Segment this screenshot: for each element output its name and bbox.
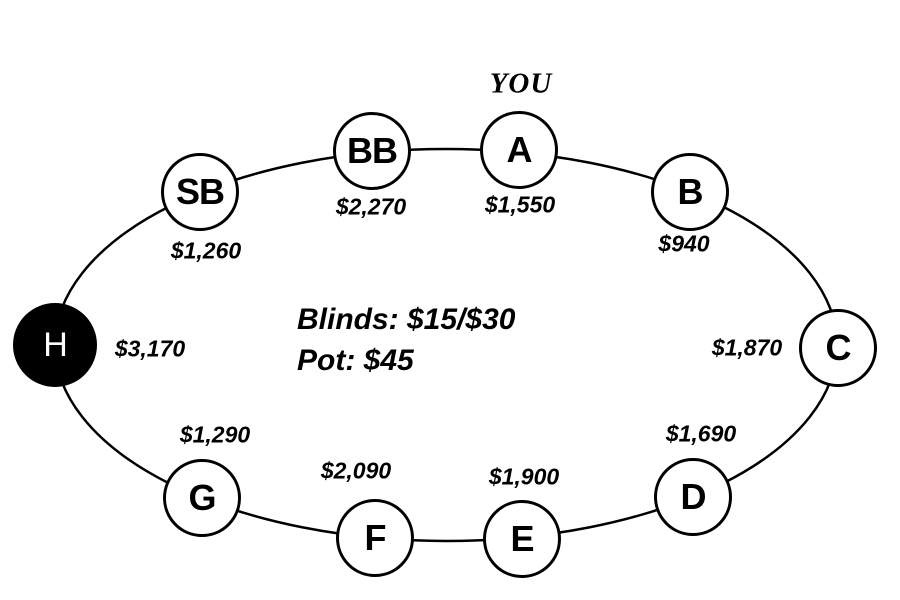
stack-sb: $1,260 bbox=[170, 237, 242, 264]
seat-h-filled: H bbox=[13, 303, 97, 387]
stack-b: $940 bbox=[658, 230, 710, 257]
seat-d-label: D bbox=[680, 476, 707, 517]
seat-sb: SB bbox=[161, 153, 239, 231]
seat-bb: BB bbox=[333, 112, 411, 190]
seat-f: F bbox=[336, 499, 414, 577]
seat-f-label: F bbox=[364, 517, 387, 558]
blinds-text: Blinds: $15/$30 bbox=[297, 303, 516, 336]
stack-f: $2,090 bbox=[320, 457, 392, 484]
seat-a-you: A bbox=[480, 111, 558, 189]
stack-e: $1,900 bbox=[488, 463, 560, 490]
seat-h-label: H bbox=[43, 326, 68, 364]
you-label: YOU bbox=[489, 67, 553, 100]
stack-bb: $2,270 bbox=[335, 193, 407, 220]
seat-c-label: C bbox=[825, 327, 852, 368]
seat-b-label: B bbox=[677, 171, 704, 212]
stack-h: $3,170 bbox=[114, 335, 186, 362]
pot-text: Pot: $45 bbox=[297, 344, 414, 377]
stack-c: $1,870 bbox=[711, 334, 783, 361]
seat-g-label: G bbox=[188, 477, 216, 518]
seat-b: B bbox=[651, 153, 729, 231]
stack-g: $1,290 bbox=[179, 421, 251, 448]
seat-e: E bbox=[483, 500, 561, 578]
seat-sb-label: SB bbox=[175, 171, 225, 212]
seat-d: D bbox=[654, 458, 732, 536]
stack-a: $1,550 bbox=[484, 191, 556, 218]
stack-d: $1,690 bbox=[665, 420, 737, 447]
seat-bb-label: BB bbox=[347, 130, 398, 171]
seat-a-label: A bbox=[506, 129, 533, 170]
seat-c: C bbox=[799, 309, 877, 387]
seat-g: G bbox=[163, 459, 241, 537]
table-center-info: Blinds: $15/$30 Pot: $45 bbox=[297, 299, 515, 381]
seat-e-label: E bbox=[510, 518, 534, 559]
